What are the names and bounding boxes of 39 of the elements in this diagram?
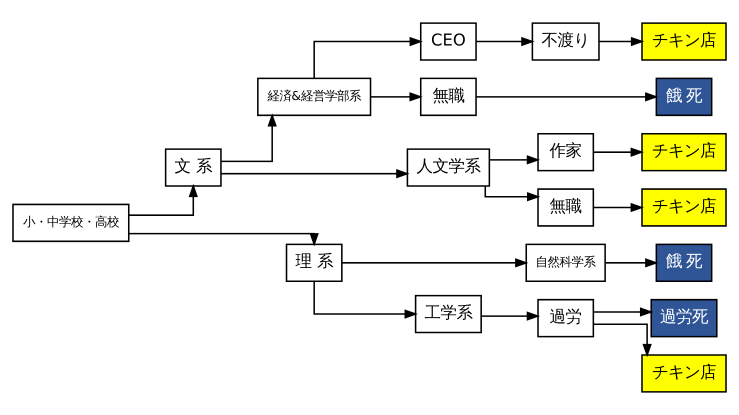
arrow bbox=[599, 36, 644, 46]
arrow bbox=[476, 92, 658, 102]
arrow bbox=[128, 232, 319, 246]
node-box: チキン店 bbox=[641, 132, 727, 172]
node-box: 経済&経営学部系 bbox=[257, 78, 372, 116]
node-box: 無職 bbox=[420, 78, 477, 116]
arrow bbox=[594, 324, 652, 358]
arrow bbox=[605, 258, 658, 268]
node-box: 無職 bbox=[537, 188, 594, 227]
node-box: 自然科学系 bbox=[525, 244, 606, 282]
node-box: 理 系 bbox=[286, 244, 343, 282]
arrow bbox=[489, 155, 540, 165]
node-box: 過労死 bbox=[650, 298, 718, 338]
arrow bbox=[221, 169, 410, 178]
node-box: 過労 bbox=[537, 298, 594, 338]
arrow bbox=[593, 307, 654, 317]
arrow bbox=[128, 184, 198, 216]
node-box: 小・中学校・高校 bbox=[12, 204, 130, 242]
arrow bbox=[313, 36, 423, 78]
node-box: 餓 死 bbox=[656, 78, 712, 116]
arrow bbox=[593, 148, 644, 157]
arrow bbox=[313, 281, 418, 319]
arrow bbox=[476, 36, 535, 46]
node-box: 文 系 bbox=[164, 148, 222, 187]
node-box: チキン店 bbox=[641, 188, 727, 227]
node-box: チキン店 bbox=[641, 354, 727, 393]
node-box: チキン店 bbox=[641, 22, 727, 61]
arrow bbox=[221, 113, 277, 162]
node-box: CEO bbox=[420, 22, 477, 61]
node-box: 餓 死 bbox=[656, 244, 712, 282]
arrow bbox=[484, 186, 540, 202]
arrow bbox=[481, 311, 540, 321]
arrow bbox=[370, 92, 423, 102]
node-box: 工学系 bbox=[414, 294, 482, 334]
arrow bbox=[342, 258, 528, 268]
node-box: 作家 bbox=[537, 132, 594, 172]
node-box: 不渡り bbox=[532, 22, 600, 61]
node-box: 人文学系 bbox=[406, 148, 490, 187]
arrow bbox=[593, 202, 644, 212]
